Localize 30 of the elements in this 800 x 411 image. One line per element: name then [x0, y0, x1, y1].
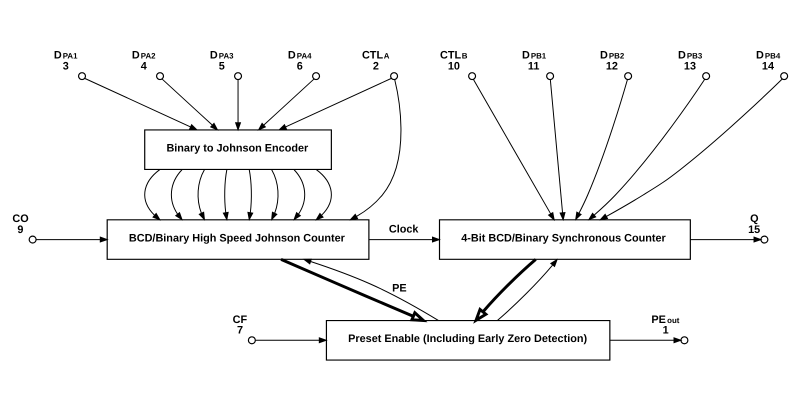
node-label: 11: [528, 60, 540, 73]
node-label: 2: [372, 60, 379, 73]
node-label: 14: [762, 60, 774, 73]
edge-label: PE: [392, 282, 407, 295]
edge-label: Clock: [388, 223, 418, 236]
node-label: DPA3: [210, 50, 234, 62]
node-label: 12: [606, 60, 618, 73]
node-label: PEout: [651, 314, 680, 326]
node-label: 13: [684, 60, 696, 73]
node-label: 1: [662, 324, 669, 337]
node-label: DPA4: [288, 50, 312, 62]
node-label: Q: [750, 213, 759, 226]
node-label: DPA1: [54, 50, 78, 62]
node-label: 7: [237, 324, 244, 337]
node-label: DPB4: [756, 50, 780, 62]
node-label: 6: [296, 60, 303, 73]
node-label: DPB2: [600, 50, 624, 62]
node-label: CO: [12, 213, 29, 226]
node-label: 4: [140, 60, 147, 73]
node-label: 9: [17, 224, 24, 236]
node-label: CTLB: [440, 50, 468, 62]
node-label: 5: [218, 60, 225, 73]
node-label: CF: [232, 314, 248, 326]
node-label: DPB3: [678, 50, 702, 62]
node-label: 15: [748, 224, 760, 236]
node-label: DPA2: [132, 50, 156, 62]
node-label: CTLA: [362, 50, 390, 62]
node-label: DPB1: [522, 50, 546, 62]
node-label: 10: [448, 60, 460, 73]
node-label: 3: [62, 60, 69, 73]
